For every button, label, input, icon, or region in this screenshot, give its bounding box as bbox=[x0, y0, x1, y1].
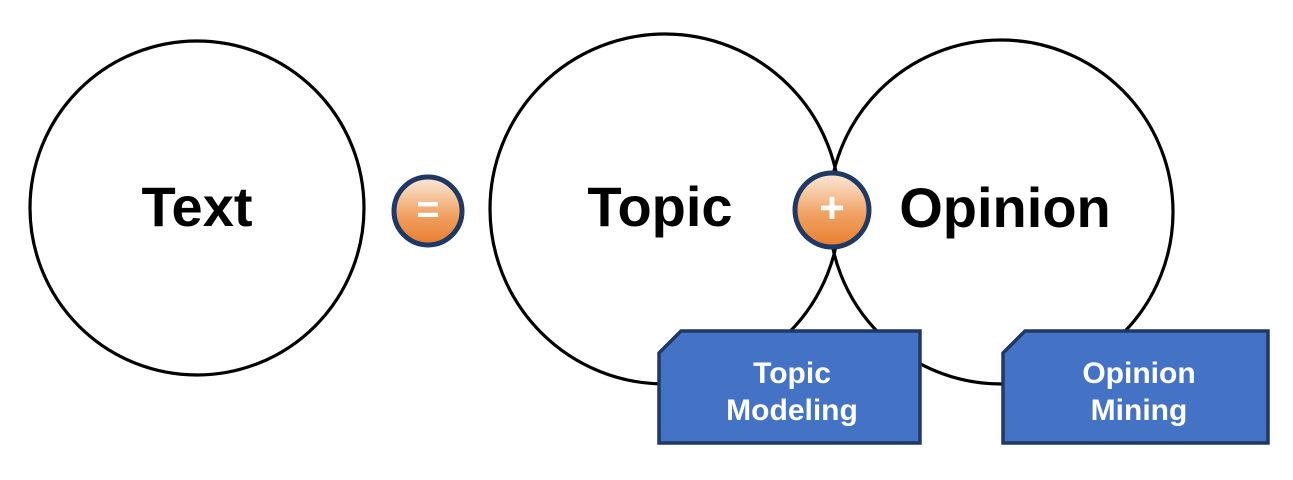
callout-labels-group: Topic Modeling Opinion Mining bbox=[726, 357, 1195, 427]
topic-modeling-callout[interactable] bbox=[657, 329, 922, 445]
opinion-mining-callout[interactable] bbox=[1001, 329, 1270, 445]
plus-icon: + bbox=[819, 184, 845, 233]
circle-labels-group: Text Topic Opinion bbox=[142, 175, 1111, 239]
callouts-group bbox=[657, 329, 1270, 445]
opinion-mining-label-line1: Opinion bbox=[1082, 357, 1195, 390]
opinion-mining-label-line2: Mining bbox=[1091, 394, 1188, 427]
text-circle[interactable] bbox=[28, 39, 366, 377]
plus-badge[interactable]: + bbox=[792, 170, 872, 250]
topic-modeling-label-line1: Topic bbox=[753, 357, 831, 390]
equals-badge-circle[interactable] bbox=[391, 174, 465, 248]
text-circle-label: Text bbox=[142, 175, 253, 238]
equals-icon: = bbox=[416, 188, 439, 232]
opinion-circle-label: Opinion bbox=[899, 176, 1111, 239]
topic-modeling-label-line2: Modeling bbox=[726, 394, 858, 427]
topic-circle-label: Topic bbox=[587, 175, 732, 238]
equals-badge[interactable]: = bbox=[391, 174, 465, 248]
plus-badge-circle[interactable] bbox=[792, 170, 872, 250]
